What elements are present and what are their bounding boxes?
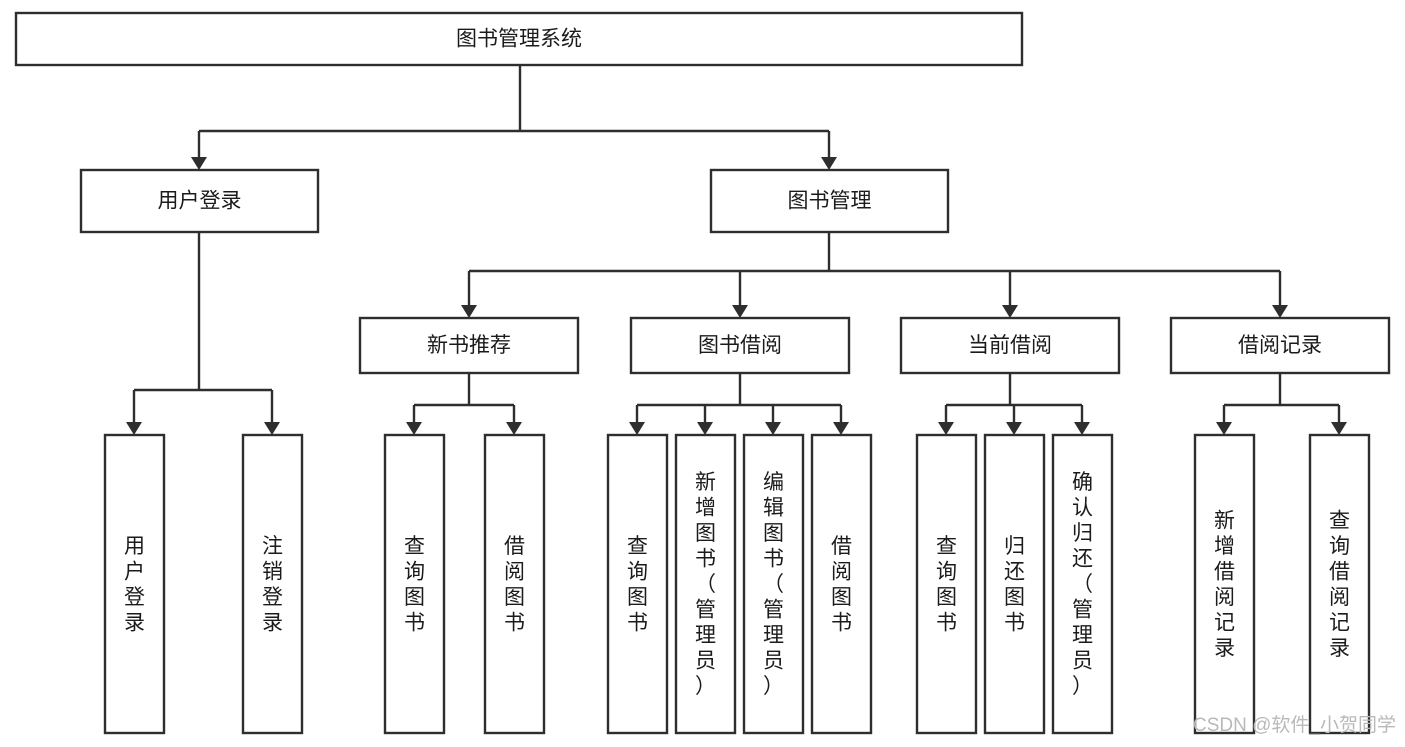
arrow-head-icon — [1006, 422, 1022, 435]
arrow-head-icon — [126, 422, 142, 435]
node-root[interactable]: 图书管理系统 — [14, 11, 1024, 67]
node-leaf-query-book-2[interactable]: 查询图书 — [606, 433, 669, 735]
arrow-head-icon — [1331, 422, 1347, 435]
node-leaf-confirm-return[interactable]: 确认归还（管理员） — [1051, 433, 1114, 735]
arrow-head-icon — [406, 422, 422, 435]
node-label-leaf-query-book-2: 查询图书 — [627, 535, 648, 635]
node-label-current-borrow: 当前借阅 — [968, 334, 1052, 357]
node-box-leaf-borrow-book-2[interactable] — [810, 433, 873, 735]
arrow-head-icon — [732, 305, 748, 318]
node-book-borrow[interactable]: 图书借阅 — [629, 316, 851, 375]
node-book-management[interactable]: 图书管理 — [709, 168, 950, 234]
node-leaf-add-record[interactable]: 新增借阅记录 — [1193, 433, 1256, 735]
node-label-book-management: 图书管理 — [788, 190, 872, 213]
node-box-book-management[interactable] — [709, 168, 950, 234]
node-box-leaf-return-book[interactable] — [983, 433, 1046, 735]
node-box-leaf-user-login[interactable] — [103, 433, 166, 735]
node-label-leaf-add-record: 新增借阅记录 — [1214, 509, 1235, 660]
node-box-leaf-edit-book[interactable] — [742, 433, 805, 735]
arrow-head-icon — [191, 157, 207, 170]
node-label-leaf-edit-book: 编辑图书（管理员） — [763, 471, 784, 698]
node-box-current-borrow[interactable] — [899, 316, 1121, 375]
node-leaf-return-book[interactable]: 归还图书 — [983, 433, 1046, 735]
node-box-leaf-add-book[interactable] — [674, 433, 737, 735]
arrow-head-icon — [629, 422, 645, 435]
node-box-leaf-logout[interactable] — [241, 433, 304, 735]
node-current-borrow[interactable]: 当前借阅 — [899, 316, 1121, 375]
node-label-new-book-recommend: 新书推荐 — [427, 334, 511, 357]
node-label-leaf-user-login: 用户登录 — [124, 535, 145, 635]
node-leaf-borrow-book-1[interactable]: 借阅图书 — [483, 433, 546, 735]
node-box-leaf-add-record[interactable] — [1193, 433, 1256, 735]
node-box-leaf-confirm-return[interactable] — [1051, 433, 1114, 735]
node-label-book-borrow: 图书借阅 — [698, 334, 782, 357]
node-box-root[interactable] — [14, 11, 1024, 67]
arrow-head-icon — [1272, 305, 1288, 318]
arrow-head-icon — [833, 422, 849, 435]
arrow-head-icon — [821, 157, 837, 170]
arrow-head-icon — [765, 422, 781, 435]
node-label-leaf-return-book: 归还图书 — [1004, 535, 1025, 635]
node-layer: 图书管理系统用户登录图书管理新书推荐图书借阅当前借阅借阅记录用户登录注销登录查询… — [14, 11, 1391, 735]
node-label-root: 图书管理系统 — [456, 28, 582, 51]
node-box-leaf-query-book-3[interactable] — [915, 433, 978, 735]
node-box-leaf-query-book-1[interactable] — [383, 433, 446, 735]
node-new-book-recommend[interactable]: 新书推荐 — [358, 316, 580, 375]
node-box-borrow-record[interactable] — [1169, 316, 1391, 375]
node-leaf-borrow-book-2[interactable]: 借阅图书 — [810, 433, 873, 735]
arrow-head-icon — [1216, 422, 1232, 435]
csdn-watermark: CSDN @软件_小贺同学 — [1193, 714, 1396, 736]
arrow-head-icon — [1002, 305, 1018, 318]
node-borrow-record[interactable]: 借阅记录 — [1169, 316, 1391, 375]
node-label-borrow-record: 借阅记录 — [1238, 334, 1322, 357]
node-leaf-query-record[interactable]: 查询借阅记录 — [1308, 433, 1371, 735]
node-box-leaf-borrow-book-1[interactable] — [483, 433, 546, 735]
node-leaf-logout[interactable]: 注销登录 — [241, 433, 304, 735]
node-box-user-login[interactable] — [79, 168, 320, 234]
node-label-leaf-query-book-3: 查询图书 — [936, 535, 957, 635]
node-leaf-query-book-3[interactable]: 查询图书 — [915, 433, 978, 735]
arrow-head-icon — [461, 305, 477, 318]
arrow-head-icon — [506, 422, 522, 435]
node-label-leaf-query-book-1: 查询图书 — [404, 535, 425, 635]
node-user-login[interactable]: 用户登录 — [79, 168, 320, 234]
node-leaf-edit-book[interactable]: 编辑图书（管理员） — [742, 433, 805, 735]
node-label-leaf-add-book: 新增图书（管理员） — [695, 471, 716, 698]
node-label-leaf-logout: 注销登录 — [262, 535, 283, 635]
node-label-leaf-borrow-book-2: 借阅图书 — [831, 535, 852, 635]
node-box-new-book-recommend[interactable] — [358, 316, 580, 375]
node-leaf-user-login[interactable]: 用户登录 — [103, 433, 166, 735]
arrow-head-icon — [1074, 422, 1090, 435]
node-box-leaf-query-book-2[interactable] — [606, 433, 669, 735]
node-label-leaf-query-record: 查询借阅记录 — [1329, 509, 1350, 660]
node-label-leaf-borrow-book-1: 借阅图书 — [504, 535, 525, 635]
connector-layer — [126, 65, 1347, 435]
node-label-user-login: 用户登录 — [158, 190, 242, 213]
node-label-leaf-confirm-return: 确认归还（管理员） — [1072, 471, 1093, 698]
node-box-book-borrow[interactable] — [629, 316, 851, 375]
arrow-head-icon — [697, 422, 713, 435]
arrow-head-icon — [938, 422, 954, 435]
arrow-head-icon — [264, 422, 280, 435]
node-leaf-query-book-1[interactable]: 查询图书 — [383, 433, 446, 735]
node-leaf-add-book[interactable]: 新增图书（管理员） — [674, 433, 737, 735]
node-box-leaf-query-record[interactable] — [1308, 433, 1371, 735]
